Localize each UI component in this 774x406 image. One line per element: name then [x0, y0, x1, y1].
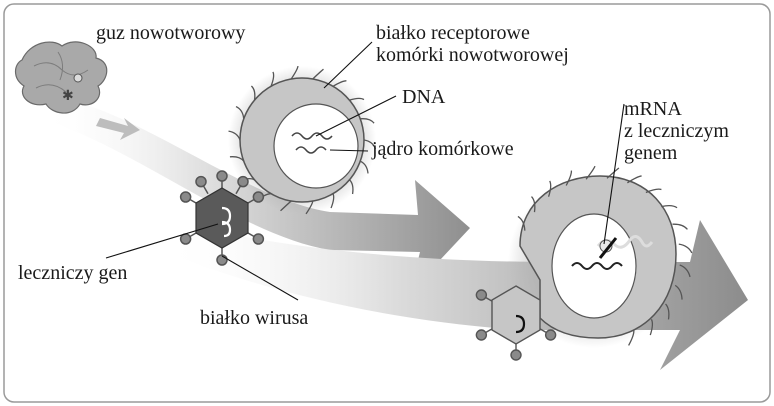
label-receptor-line2: komórki nowotworowej — [376, 44, 569, 66]
receptor-spike — [330, 193, 335, 209]
receptor-spike — [661, 204, 678, 209]
virus-protein-knob — [179, 191, 192, 203]
receptor-spike — [674, 284, 683, 300]
dna-strand-1 — [291, 132, 333, 154]
label-mrna-line2: z leczniczym — [624, 120, 729, 142]
receptor-spike — [332, 80, 347, 87]
label-mrna-line3: genem — [624, 142, 678, 164]
receptor-spike — [290, 65, 299, 80]
virus-protein-knob — [475, 289, 488, 301]
virus-gene — [221, 206, 232, 238]
receptor-spike — [678, 243, 693, 254]
leader-lines — [105, 41, 625, 301]
virus-protein-knob — [252, 233, 265, 245]
virus-protein-knob — [475, 329, 488, 341]
tumor-star: ✱ — [62, 88, 74, 104]
virus-protein-knob — [195, 175, 207, 188]
cancer-cell-2 — [475, 165, 693, 361]
tumor-cell-mark — [73, 73, 83, 83]
receptor-spike — [280, 200, 292, 212]
label-nucleus: jądro komórkowe — [372, 138, 514, 160]
receptor-spike — [305, 200, 314, 215]
receptor-spike — [349, 97, 365, 101]
cancer-cell-1 — [228, 65, 377, 215]
receptor-spike — [229, 156, 245, 162]
virus-particle — [179, 170, 265, 266]
dna-strand-2 — [571, 262, 623, 270]
label-therapeutic-gene: leczniczy gen — [18, 262, 128, 284]
receptor-spike — [359, 160, 369, 174]
virus-protein-knob — [544, 329, 557, 341]
receptor-spike — [517, 215, 526, 231]
receptor-spike — [672, 223, 688, 230]
virus-protein-knob — [216, 170, 228, 182]
virus-protein-knob — [237, 175, 249, 188]
receptor-spike — [628, 330, 635, 346]
receptor-spike — [228, 130, 241, 141]
receptor-spike — [270, 71, 275, 87]
virus-protein-knob — [252, 191, 265, 203]
virus-protein-knob — [510, 349, 522, 361]
receptor-spike — [649, 318, 654, 336]
label-tumor: guz nowotworowy — [96, 22, 246, 44]
receptor-spike — [530, 196, 536, 213]
label-dna: DNA — [402, 86, 446, 108]
receptor-spike — [349, 179, 354, 195]
nucleus-2 — [551, 213, 637, 319]
nucleus-1 — [273, 103, 359, 189]
receptor-spike — [665, 303, 670, 320]
receptor-spike — [363, 139, 377, 150]
frame — [3, 3, 771, 403]
label-virus-protein: białko wirusa — [200, 307, 309, 329]
receptor-spike — [312, 68, 324, 80]
flow-arrow-lower — [160, 220, 748, 370]
receptor-spike — [547, 180, 552, 197]
receptor-spike — [235, 105, 245, 119]
receptor-spike — [565, 170, 573, 186]
label-mrna-line1: mRNA — [624, 98, 682, 120]
receptor-spike — [645, 188, 662, 194]
receptor-spike — [627, 175, 642, 184]
virus-protein-knob — [179, 233, 192, 245]
receptor-spike — [360, 118, 375, 124]
tumor-arrow — [96, 118, 140, 140]
receptor-spike — [679, 264, 691, 278]
receptor-spike — [585, 165, 596, 180]
receptor-spike — [250, 85, 256, 101]
label-receptor-line1: białko receptorowe — [376, 22, 530, 44]
